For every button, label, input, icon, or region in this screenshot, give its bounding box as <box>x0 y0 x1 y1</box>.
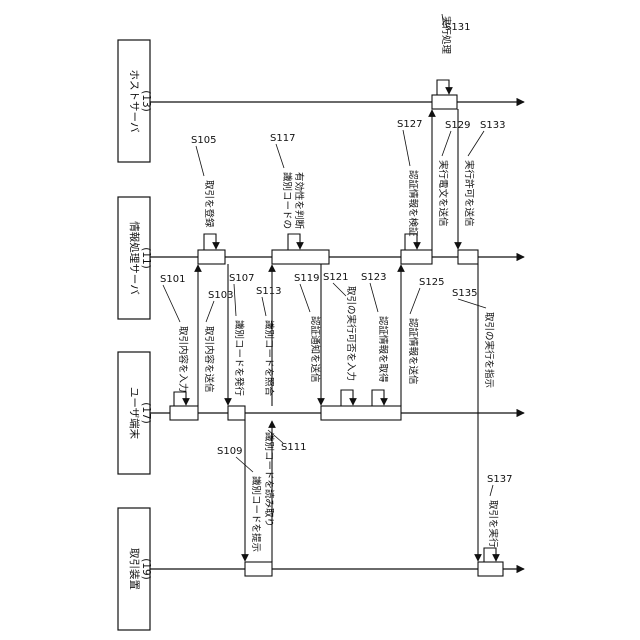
msg-text-s123: 認証情報を取得 <box>377 316 389 383</box>
step-label-s103: S103 <box>208 290 233 301</box>
msg-text-s135: 取引の実行を指示 <box>483 312 495 388</box>
leader-s113 <box>262 297 266 316</box>
activation-info-s113 <box>272 250 329 264</box>
msg-text-s133: 実行許可を送信 <box>463 160 475 227</box>
actor-info-server-name: 情報処理サーバ <box>128 221 141 295</box>
step-label-s133: S133 <box>480 120 505 131</box>
leader-s123 <box>370 283 378 312</box>
msg-text-s109: 識別コードを提示 <box>250 476 262 552</box>
activation-info-s125 <box>401 250 432 264</box>
msg-text-s129: 実行電文を送信 <box>437 160 449 227</box>
actor-host-server-code: (13) <box>140 90 152 112</box>
actor-trading-device-code: (19) <box>140 558 152 580</box>
msg-text-s107: 識別コードを発行 <box>233 320 245 397</box>
self-loop-s117 <box>288 234 300 250</box>
self-loop-s101 <box>174 392 186 406</box>
msg-text-s117-line2: 有効性を判断 <box>293 172 305 230</box>
leader-s125 <box>410 288 420 314</box>
actor-trading-device: 取引装置 (19) <box>118 508 152 630</box>
msg-text-s103: 取引内容を送信 <box>203 326 215 393</box>
msg-text-s105: 取引を登録 <box>203 180 215 228</box>
activation-user-s107 <box>228 406 245 420</box>
step-label-s113: S113 <box>256 286 281 297</box>
step-label-s101: S101 <box>160 274 185 285</box>
actor-user-terminal-name: ユーザ端末 <box>128 387 141 440</box>
self-loop-s123 <box>372 390 384 406</box>
actor-trading-device-name: 取引装置 <box>128 548 141 590</box>
leader-s135 <box>458 299 486 308</box>
step-label-s117: S117 <box>270 133 295 144</box>
activation-user-s119 <box>321 406 401 420</box>
activation-device-s109 <box>245 562 272 576</box>
step-label-s107: S107 <box>229 273 254 284</box>
actor-user-terminal: ユーザ端末 (17) <box>118 352 152 474</box>
step-label-s119: S119 <box>294 273 319 284</box>
leader-s117 <box>276 144 284 168</box>
activation-info-s105 <box>198 250 225 264</box>
leader-s101 <box>163 285 180 322</box>
leader-s107 <box>234 284 236 316</box>
step-label-s123: S123 <box>361 272 386 283</box>
msg-text-s113: 識別コードを照合 <box>263 320 275 397</box>
msg-text-s117-line1: 識別コードの <box>281 172 293 229</box>
activation-host-s131 <box>432 95 457 109</box>
actor-info-server-code: (11) <box>140 247 152 269</box>
leader-s133 <box>468 131 484 156</box>
leader-s127 <box>403 130 410 166</box>
leader-s105 <box>196 146 204 176</box>
step-label-s135: S135 <box>452 288 477 299</box>
msg-text-s121: 取引の実行可否を入力 <box>345 286 357 381</box>
msg-text-s119: 認証通知を送信 <box>309 316 321 383</box>
step-label-s129: S129 <box>445 120 470 131</box>
msg-text-s127: 認証情報を検証 <box>407 170 419 237</box>
activation-info-s133 <box>458 250 478 264</box>
step-label-s121: S121 <box>323 272 348 283</box>
activation-device-s135 <box>478 562 503 576</box>
activation-user-s101 <box>170 406 198 420</box>
self-loop-s131 <box>437 80 449 95</box>
leader-s119 <box>300 284 310 312</box>
step-label-s125: S125 <box>419 277 444 288</box>
self-loop-s105 <box>204 234 216 250</box>
msg-text-s137: 取引を実行 <box>487 500 499 548</box>
actor-user-terminal-code: (17) <box>140 402 152 424</box>
leader-s103 <box>206 301 214 322</box>
msg-text-s111: 識別コードを読み取り <box>263 432 275 527</box>
msg-text-s125: 認証情報を送信 <box>407 318 419 385</box>
actor-host-server: ホストサーバ (13) <box>118 40 152 162</box>
actor-host-server-name: ホストサーバ <box>128 70 140 133</box>
step-label-s105: S105 <box>191 135 216 146</box>
step-label-s109: S109 <box>217 446 242 457</box>
leader-s121 <box>333 283 346 296</box>
step-label-s131: S131 <box>445 22 470 33</box>
leader-s137 <box>490 485 493 496</box>
msg-text-s101: 取引内容を入力 <box>177 326 189 393</box>
actor-info-server: 情報処理サーバ (11) <box>118 197 152 319</box>
step-label-s137: S137 <box>487 474 512 485</box>
self-loop-s121 <box>341 390 353 406</box>
step-label-s111: S111 <box>281 442 306 453</box>
leader-s129 <box>442 131 451 156</box>
self-loop-s137 <box>484 548 496 562</box>
step-label-s127: S127 <box>397 119 422 130</box>
